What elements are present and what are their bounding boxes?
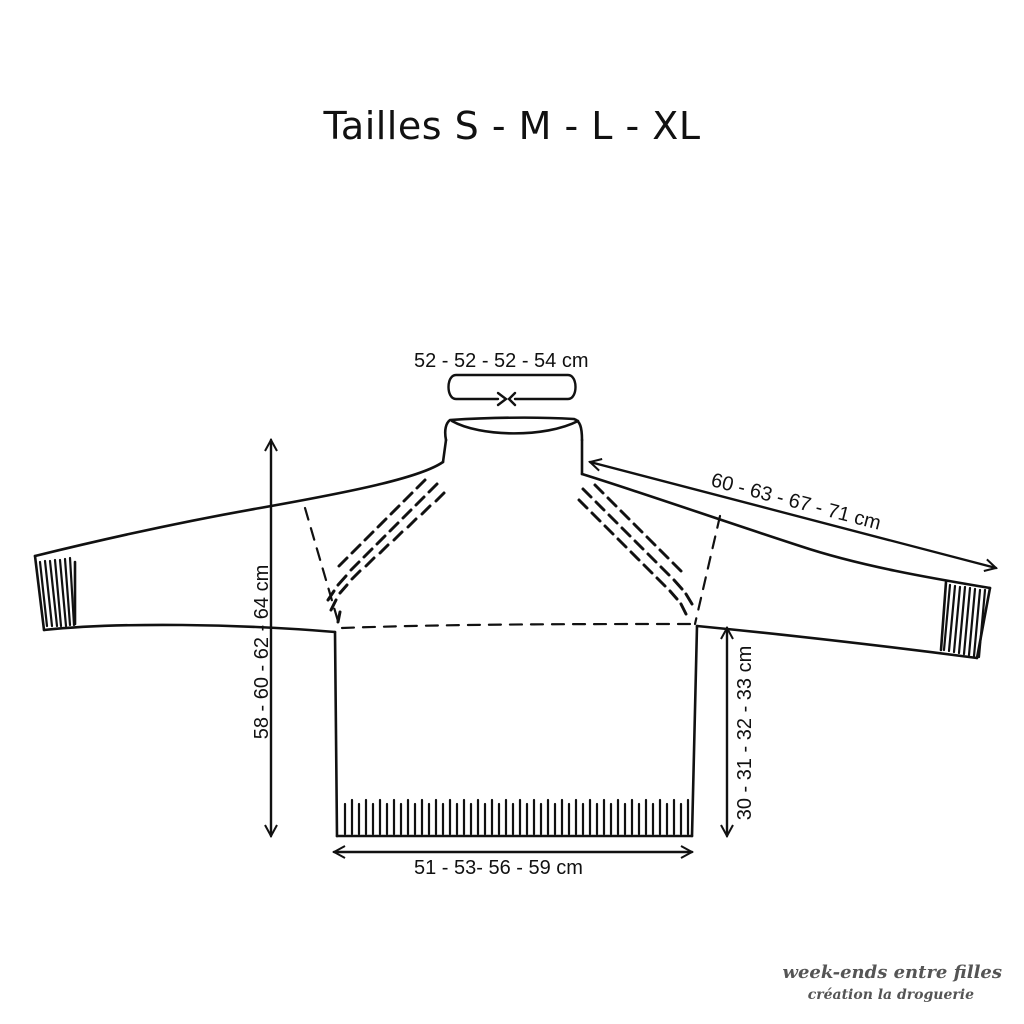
left-sleeve xyxy=(33,460,445,634)
left-cuff-ribbing xyxy=(38,556,76,628)
bottom-ribbing xyxy=(343,798,690,836)
neck-circumference-label: 52 - 52 - 52 - 54 cm xyxy=(414,350,589,372)
collar xyxy=(441,416,584,476)
yoke-line xyxy=(340,622,694,630)
left-raglan-outer xyxy=(303,506,342,630)
right-raglan-outer xyxy=(693,514,722,626)
body-width-label: 51 - 53- 56 - 59 cm xyxy=(414,857,583,879)
credit-brand: week-ends entre filles xyxy=(782,962,1002,983)
body-length-label: 30 - 31 - 32 - 33 cm xyxy=(734,645,756,821)
total-length-label: 58 - 60 - 62 - 64 cm xyxy=(251,564,273,740)
credit-creator: création la droguerie xyxy=(807,987,974,1003)
sleeve-length-arrow xyxy=(590,462,996,568)
neck-circumference-arrow xyxy=(447,373,577,401)
page-title: Tailles S - M - L - XL xyxy=(323,104,701,148)
right-cuff-ribbing xyxy=(942,583,987,659)
body xyxy=(333,624,699,838)
left-raglan-decrease xyxy=(326,478,446,624)
